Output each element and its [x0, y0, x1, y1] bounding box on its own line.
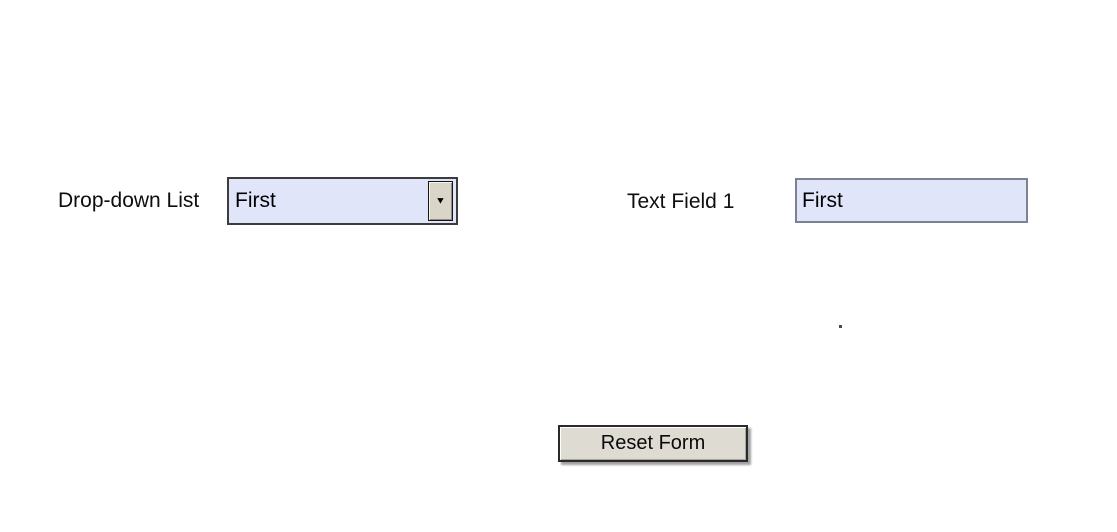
text-field-label: Text Field 1 — [627, 190, 735, 213]
dropdown-arrow-button[interactable]: ▼ — [428, 181, 453, 221]
dropdown-list[interactable]: First ▼ — [227, 177, 458, 225]
text-field-1-input[interactable] — [795, 178, 1028, 223]
stray-dot — [839, 325, 842, 328]
reset-form-button[interactable]: Reset Form — [558, 425, 748, 462]
dropdown-selected-value: First — [235, 189, 276, 212]
chevron-down-icon: ▼ — [435, 195, 446, 206]
dropdown-label: Drop-down List — [58, 189, 200, 212]
